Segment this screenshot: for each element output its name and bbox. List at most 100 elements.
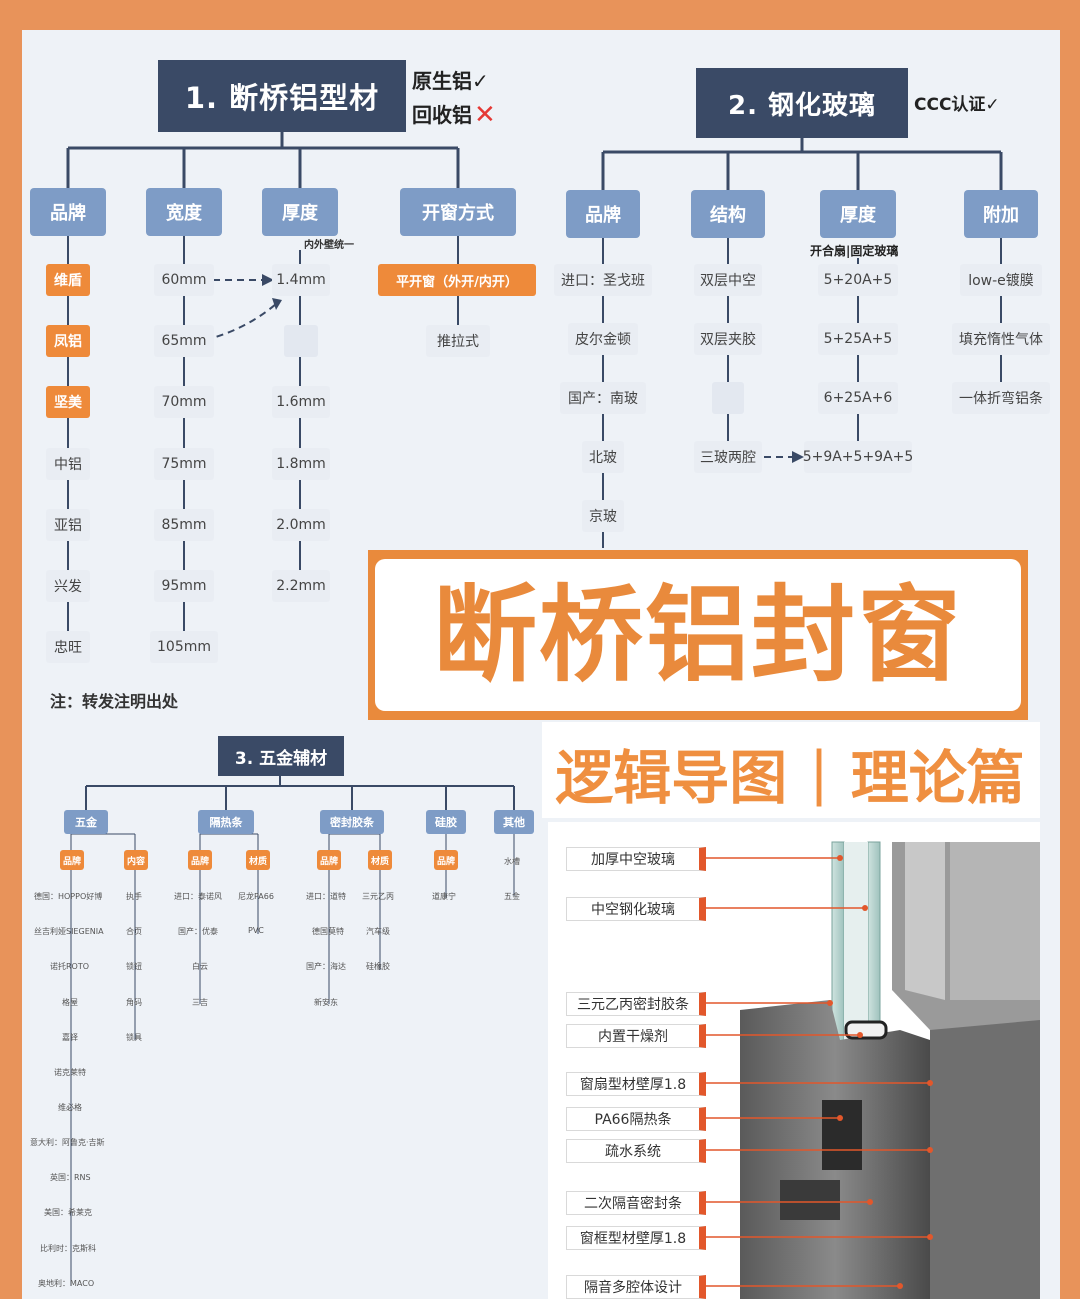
s1-width-item: 70mm [154,386,214,418]
s1-width-item: 60mm [154,264,214,296]
s3-leaf: 德国：HOPPO好博 [34,892,103,901]
s2-cat-structure: 结构 [691,190,765,238]
s3-sub: 材质 [246,850,270,870]
s3-leaf: 锁具 [126,1033,142,1042]
s3-leaf: 执手 [126,892,142,901]
side-note-good: 原生铝✓ [412,69,489,93]
s3-leaf: 锁钮 [126,962,142,971]
callout-label: PA66隔热条 [566,1107,706,1131]
s3-leaf: 三元乙丙 [362,892,394,901]
s2-extra-item: 一体折弯铝条 [952,382,1050,414]
s3-leaf: 角码 [126,998,142,1007]
subtitle-area [542,722,1040,818]
callout-label: 内置干燥剂 [566,1024,706,1048]
s3-leaf: 格屋 [62,998,78,1007]
s1-thickness-item: 2.2mm [272,570,330,602]
s2-cat-brand: 品牌 [566,190,640,238]
s3-leaf: 维必格 [58,1103,82,1112]
banner-main-text: 断桥铝封窗 [432,574,963,696]
s3-leaf: 国产：海达 [306,962,346,971]
s3-cat: 密封胶条 [320,810,384,834]
s3-leaf: 进口：道特 [306,892,346,901]
callout-label: 加厚中空玻璃 [566,847,706,871]
s1-brand-item: 兴发 [46,570,90,602]
s3-leaf: 国产：优泰 [178,927,218,936]
s2-structure-item: 双层中空 [694,264,762,296]
s1-thickness-item [284,325,318,357]
s1-opening-item: 平开窗（外开/内开） [378,264,536,296]
s3-sub: 材质 [368,850,392,870]
s3-leaf: 进口：泰诺风 [174,892,222,901]
s2-thickness-item: 5+25A+5 [818,323,898,355]
callout-label: 二次隔音密封条 [566,1191,706,1215]
s2-thickness-item: 5+9A+5+9A+5 [803,441,913,473]
section3-title: 3. 五金辅材 [218,736,344,776]
s3-leaf: 美国：希莱克 [44,1208,92,1217]
s3-leaf: 奥地利：MACO [38,1279,95,1288]
s1-brand-item: 坚美 [46,386,90,418]
s3-leaf: 汽车级 [366,927,390,936]
s3-sub: 品牌 [317,850,341,870]
s2-brand-item: 京玻 [582,500,624,532]
s2-brand-item: 北玻 [582,441,624,473]
callout-label: 窗扇型材壁厚1.8 [566,1072,706,1096]
s1-width-item: 75mm [154,448,214,480]
s3-leaf: 水槽 [504,857,520,866]
s2-brand-item: 皮尔金顿 [568,323,638,355]
s3-sub: 品牌 [434,850,458,870]
callout-label: 隔音多腔体设计 [566,1275,706,1299]
s1-thickness-item: 1.6mm [272,386,330,418]
s2-brand-item: 进口：圣戈班 [554,264,652,296]
s1-cat-opening: 开窗方式 [400,188,516,236]
s2-thickness-item: 5+20A+5 [818,264,898,296]
s3-leaf: 尼龙PA66 [238,892,274,901]
s3-leaf: PVC [248,926,264,935]
s1-brand-item: 中铝 [46,448,90,480]
s3-leaf: 合页 [126,927,142,936]
s3-cat: 硅胶 [426,810,466,834]
s2-thickness-item: 6+25A+6 [818,382,898,414]
section1-title: 1. 断桥铝型材 [158,60,406,132]
s3-leaf: 诺托ROTO [50,962,90,971]
s2-thickness-note: 开合扇|固定玻璃 [810,244,899,258]
s2-structure-item: 三玻两腔 [694,441,762,473]
s2-structure-item [712,382,744,414]
s1-thickness-item: 1.8mm [272,448,330,480]
s3-leaf: 诺克莱特 [54,1068,86,1077]
subtitle-left: 逻辑导图 [555,744,788,812]
cross-icon: ✕ [474,100,496,130]
s2-extra-item: low-e镀膜 [960,264,1042,296]
subtitle-right: 理论篇 [850,744,1025,812]
repost-note: 注：转发注明出处 [50,692,179,711]
side-note-bad-label: 回收铝 [412,103,472,127]
s1-cat-thickness: 厚度 [262,188,338,236]
s1-brand-item: 维盾 [46,264,90,296]
s3-leaf: 德国莫特 [312,927,344,936]
s1-thickness-item: 2.0mm [272,509,330,541]
s3-leaf: 道康宁 [432,892,456,901]
s3-leaf: 硅橡胶 [366,962,390,971]
s3-sub: 品牌 [60,850,84,870]
s3-leaf: 比利时：克斯科 [40,1244,96,1253]
s3-leaf: 三吉 [192,998,208,1007]
s3-leaf: 五金 [504,892,520,901]
s1-brand-item: 亚铝 [46,509,90,541]
s1-width-item: 85mm [154,509,214,541]
s1-cat-brand: 品牌 [30,188,106,236]
callout-label: 三元乙丙密封胶条 [566,992,706,1016]
s3-leaf: 英国：RNS [50,1173,91,1182]
s3-leaf: 新安东 [314,998,338,1007]
title-banner-inner: 断桥铝封窗 [375,559,1021,711]
s3-cat: 其他 [494,810,534,834]
s1-thickness-item: 1.4mm [272,264,330,296]
s1-cat-width: 宽度 [146,188,222,236]
s1-width-item: 65mm [154,325,214,357]
callout-label: 窗框型材壁厚1.8 [566,1226,706,1250]
s1-opening-item: 推拉式 [426,325,490,357]
callout-label: 中空钢化玻璃 [566,897,706,921]
subtitle-divider: | [809,739,829,807]
s3-cat: 隔热条 [198,810,254,834]
side-note-bad: 回收铝 ✕ [412,98,496,132]
